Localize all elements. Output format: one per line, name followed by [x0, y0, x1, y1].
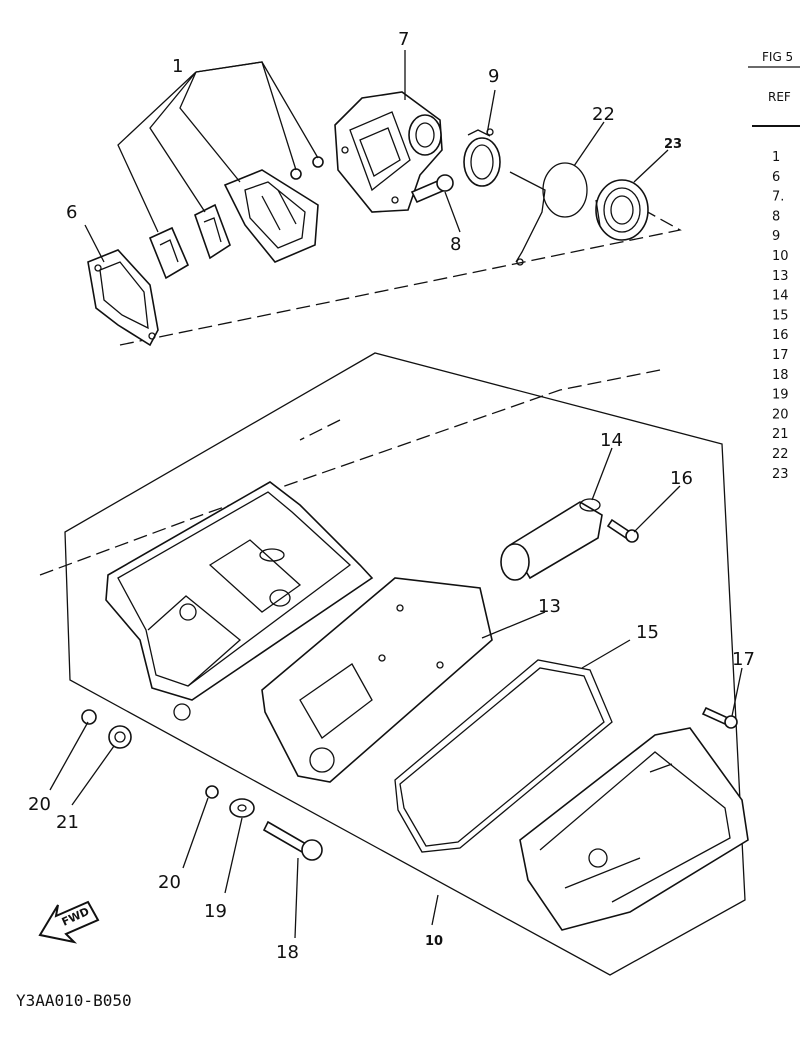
ref-item: 18: [772, 368, 789, 383]
reed-valve-block: [223, 156, 324, 263]
ref-item: 7.: [772, 190, 784, 205]
ref-item: 23: [772, 467, 789, 482]
callout-20-b: 20: [158, 872, 181, 893]
reed-plates: [148, 203, 231, 280]
fwd-arrow-icon: FWD: [38, 900, 100, 944]
ref-item: 9: [772, 229, 780, 244]
callout-16: 16: [670, 468, 693, 489]
callout-10: 10: [425, 934, 443, 949]
ref-item: 10: [772, 249, 789, 264]
callout-15: 15: [636, 622, 659, 643]
bolt-part-8: [410, 174, 454, 204]
ref-item: 15: [772, 308, 789, 323]
upper-assembly: [119, 204, 682, 441]
callout-labels: 1 6 7 8 9 10 13 14 15 16 17 18 19 20 21 …: [28, 29, 755, 963]
ref-item: 6: [772, 170, 780, 185]
ref-header: REF: [768, 90, 791, 104]
seal-part-15: [394, 659, 613, 853]
ref-item: 19: [772, 388, 789, 403]
air-box-cover: [519, 727, 749, 931]
callout-18: 18: [276, 942, 299, 963]
callout-6: 6: [66, 202, 77, 223]
leader-lines: [49, 50, 743, 939]
ref-item: 1: [772, 150, 780, 165]
lower-assembly-outline: [39, 352, 746, 976]
callout-13: 13: [538, 596, 561, 617]
callout-8: 8: [450, 234, 461, 255]
ref-item: 14: [772, 289, 789, 304]
fig-header: FIG 5: [762, 50, 793, 64]
small-fasteners: [81, 709, 323, 861]
clamp-part-9: [463, 128, 501, 187]
ref-item: 20: [772, 407, 789, 422]
washer-part-19: [229, 798, 255, 818]
gasket-part-6: [87, 249, 159, 347]
ref-item: 22: [772, 447, 789, 462]
callout-14: 14: [600, 430, 623, 451]
screw-part-17: [701, 706, 738, 729]
callout-7: 7: [398, 29, 409, 50]
callout-19: 19: [204, 901, 227, 922]
collar-part-20-b: [205, 785, 219, 799]
ref-item: 16: [772, 328, 789, 343]
air-box-case: [105, 481, 374, 721]
grommet-part-21: [108, 725, 132, 749]
ref-item: 17: [772, 348, 789, 363]
callout-9: 9: [488, 66, 499, 87]
ref-item: 21: [772, 427, 789, 442]
callout-21: 21: [56, 812, 79, 833]
ref-item: 13: [772, 269, 789, 284]
ref-item: 8: [772, 209, 780, 224]
pipe-part-14: [500, 498, 603, 581]
bolt-part-18: [262, 820, 308, 854]
manifold-part-7: [334, 91, 443, 213]
callout-20-a: 20: [28, 794, 51, 815]
boot-part-23: [595, 179, 649, 241]
screw-part-16: [606, 518, 639, 543]
callout-1: 1: [172, 56, 183, 77]
drawing-code: Y3AA010-B050: [16, 991, 132, 1010]
callout-22: 22: [592, 104, 615, 125]
filter-element-part-13: [261, 577, 493, 783]
callout-23: 23: [664, 137, 682, 152]
callout-17: 17: [732, 649, 755, 670]
collar-part-20-a: [81, 709, 97, 725]
spring-clip-part-22: [509, 162, 588, 266]
